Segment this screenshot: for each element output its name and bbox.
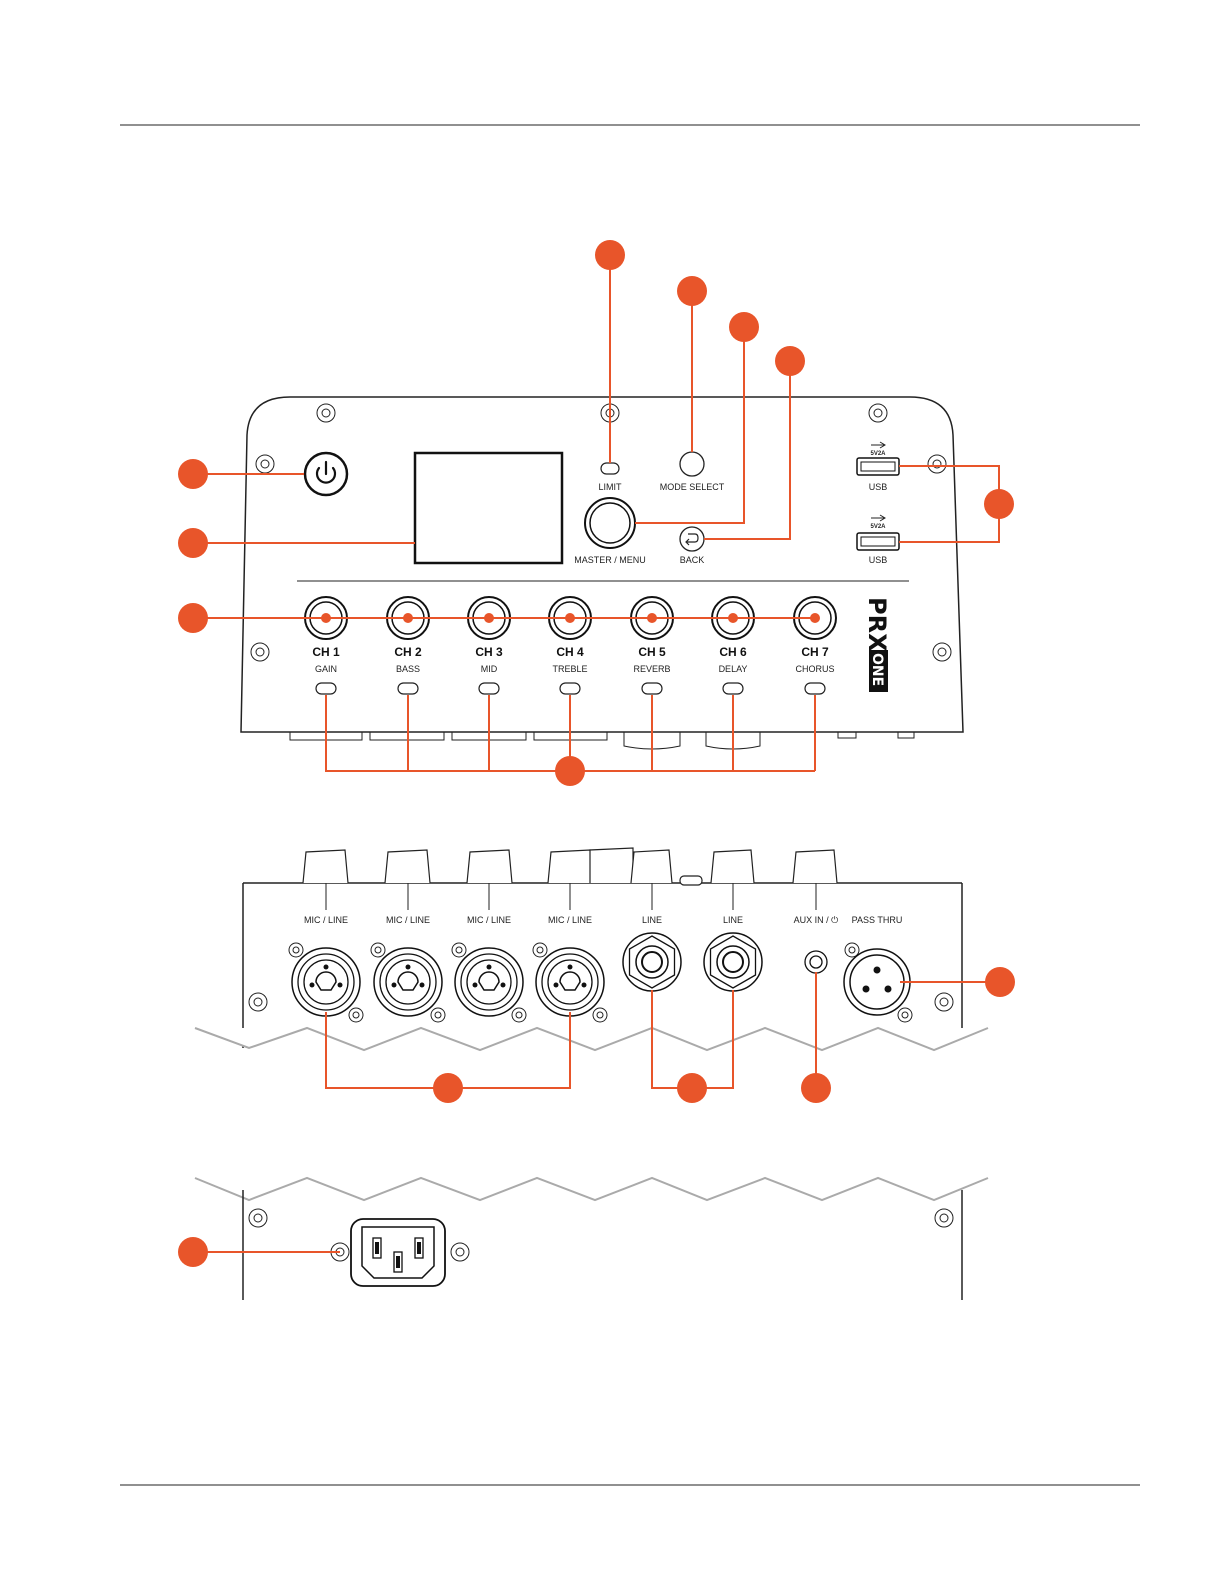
line-input-2[interactable] <box>704 933 762 991</box>
mode-select-label: MODE SELECT <box>660 482 725 492</box>
aux-input[interactable] <box>805 951 827 973</box>
break-line-top <box>195 1028 988 1050</box>
channel-7-led <box>805 683 825 694</box>
channel-2-led <box>398 683 418 694</box>
master-menu-label: MASTER / MENU <box>574 555 646 565</box>
svg-text:5V2A: 5V2A <box>870 524 886 530</box>
channel-name-label: CH 4 <box>556 645 584 659</box>
iec-power-inlet[interactable] <box>331 1219 469 1286</box>
limit-led <box>601 463 619 474</box>
input-jack-panel: MIC / LINE MIC / LINE MIC / LINE MIC / LINE… <box>195 848 988 1050</box>
callout-marker-display <box>178 528 208 558</box>
top-control-panel: LIMIT MODE SELECT MASTER / MENU BACK 5V2… <box>241 397 963 749</box>
svg-text:PRX: PRX <box>863 597 891 652</box>
back-label: BACK <box>680 555 705 565</box>
power-inlet-panel <box>195 1178 988 1300</box>
pass-thru-xlr-output[interactable]: PASS THRU <box>844 915 912 1022</box>
channel-function-label: TREBLE <box>552 664 587 674</box>
input-label: LINE <box>723 915 743 925</box>
callout-marker-aux-in <box>801 1073 831 1103</box>
channel-name-label: CH 6 <box>719 645 747 659</box>
combo-input-2[interactable] <box>371 943 445 1022</box>
input-label: AUX IN / ⏻ <box>794 915 839 925</box>
usb-label-1: USB <box>869 482 888 492</box>
callout-marker-channel-leds <box>555 756 585 786</box>
channel-3-led <box>479 683 499 694</box>
usb-label-2: USB <box>869 555 888 565</box>
svg-text:5V2A: 5V2A <box>870 451 886 457</box>
channel-name-label: CH 3 <box>475 645 503 659</box>
channel-5-led <box>642 683 662 694</box>
callout-marker-channel-knobs <box>178 603 208 633</box>
callout-marker-power <box>178 459 208 489</box>
input-jacks: MIC / LINE MIC / LINE MIC / LINE MIC / LINE… <box>289 883 838 1022</box>
callout-marker-power-inlet <box>178 1237 208 1267</box>
combo-input-3[interactable] <box>452 943 526 1022</box>
callout-marker-master-menu <box>729 312 759 342</box>
input-label: MIC / LINE <box>467 915 511 925</box>
svg-text:ONE: ONE <box>869 653 885 686</box>
callout-marker-limit <box>595 240 625 270</box>
channel-name-label: CH 2 <box>394 645 422 659</box>
combo-input-1[interactable] <box>289 943 363 1022</box>
channel-function-label: REVERB <box>633 664 670 674</box>
channel-4-led <box>560 683 580 694</box>
channel-function-label: GAIN <box>315 664 337 674</box>
lcd-display <box>415 453 562 563</box>
callout-marker-pass-thru <box>985 967 1015 997</box>
callout-marker-mode-select <box>677 276 707 306</box>
callout-marker-usb <box>984 489 1014 519</box>
usb-icon <box>871 515 885 521</box>
input-label: LINE <box>642 915 662 925</box>
usb-port-2[interactable]: 5V2A <box>857 515 899 550</box>
channel-1-led <box>316 683 336 694</box>
jack-plugs <box>303 848 837 885</box>
channel-function-label: DELAY <box>719 664 748 674</box>
usb-icon <box>871 442 885 448</box>
callout-marker-combo-inputs <box>433 1073 463 1103</box>
channel-function-label: MID <box>481 664 498 674</box>
usb-port-1[interactable]: 5V2A <box>857 442 899 475</box>
input-label: MIC / LINE <box>304 915 348 925</box>
channel-name-label: CH 5 <box>638 645 666 659</box>
power-button[interactable] <box>305 453 347 495</box>
input-label: MIC / LINE <box>386 915 430 925</box>
callout-marker-line-inputs <box>677 1073 707 1103</box>
input-label: MIC / LINE <box>548 915 592 925</box>
master-menu-encoder[interactable] <box>585 498 635 548</box>
callout-marker-back <box>775 346 805 376</box>
pass-thru-label: PASS THRU <box>852 915 903 925</box>
back-button[interactable] <box>680 527 704 551</box>
channel-knobs: CH 1 GAIN CH 2 BASS CH 3 MID CH 4 TREBLE CH 5 REV… <box>305 597 836 694</box>
channel-name-label: CH 7 <box>801 645 829 659</box>
callout-markers <box>178 240 1015 1267</box>
combo-input-4[interactable] <box>533 943 607 1022</box>
limit-label: LIMIT <box>598 482 622 492</box>
line-input-1[interactable] <box>623 933 681 991</box>
channel-function-label: CHORUS <box>795 664 834 674</box>
channel-6-led <box>723 683 743 694</box>
mode-select-button[interactable] <box>680 452 704 476</box>
channel-name-label: CH 1 <box>312 645 340 659</box>
break-line-bottom <box>195 1178 988 1200</box>
channel-function-label: BASS <box>396 664 420 674</box>
prx-one-logo: PRX ONE <box>863 597 891 692</box>
